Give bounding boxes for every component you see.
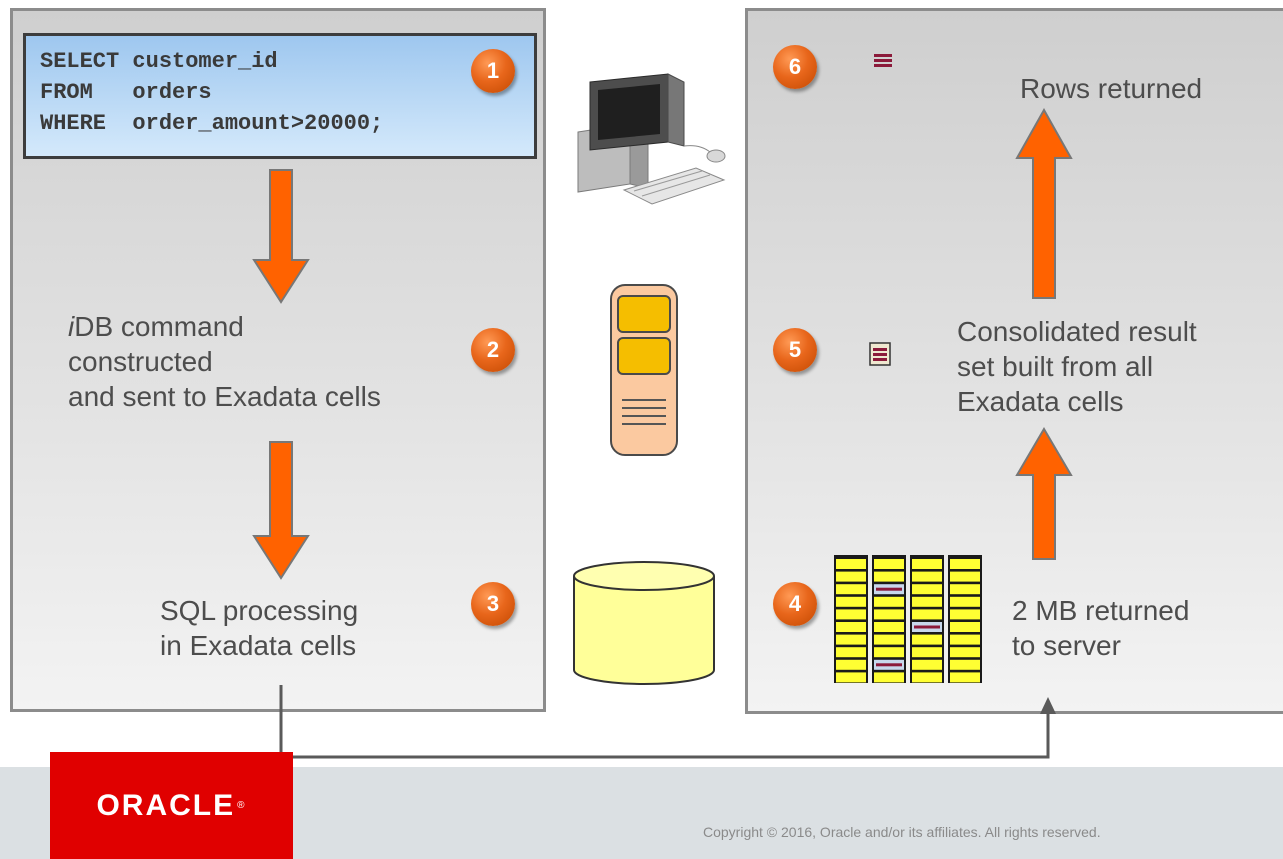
step-badge-1: 1: [471, 49, 515, 93]
sql-processing-line1: SQL processing: [160, 595, 359, 626]
flow-arrow-up-6: [1015, 107, 1073, 299]
storage-block: [950, 622, 980, 632]
step-badge-4: 4: [773, 582, 817, 626]
step-badge-2: 2: [471, 328, 515, 372]
step-badge-6: 6: [773, 45, 817, 89]
step-badge-5: 5: [773, 328, 817, 372]
storage-block: [836, 659, 866, 670]
storage-block: [950, 659, 980, 670]
storage-block: [836, 584, 866, 595]
database-cylinder-icon: [573, 561, 715, 685]
storage-block: [836, 609, 866, 620]
matching-row-marker: [914, 625, 940, 629]
idb-line3: and sent to Exadata cells: [68, 381, 381, 412]
storage-block: [836, 596, 866, 607]
consolidated-line2: set built from all: [957, 351, 1154, 382]
flow-arrow-down-2: [252, 441, 310, 580]
storage-block: [874, 596, 904, 607]
storage-block: [950, 596, 980, 607]
storage-block: [912, 647, 942, 658]
storage-block: [912, 559, 942, 569]
matching-row-marker: [876, 587, 902, 591]
storage-block: [836, 622, 866, 632]
idb-command-label: iDB command constructed and sent to Exad…: [68, 309, 381, 414]
storage-block: [874, 571, 904, 582]
consolidated-line3: Exadata cells: [957, 386, 1124, 417]
sql-line: FROM orders: [40, 80, 212, 105]
matching-row-marker: [876, 663, 902, 667]
oracle-logo-text: ORACLE: [96, 788, 236, 822]
storage-block: [836, 672, 866, 683]
storage-block: [874, 634, 904, 645]
storage-block: [950, 571, 980, 582]
flow-arrow-up-5: [1015, 427, 1073, 560]
storage-block: [912, 659, 942, 670]
consolidated-result-label: Consolidated result set built from all E…: [957, 314, 1197, 419]
storage-block: [912, 596, 942, 607]
idb-prefix: i: [68, 311, 75, 342]
sql-line: SELECT customer_id: [40, 49, 278, 74]
step-badge-3: 3: [471, 582, 515, 626]
storage-block: [836, 634, 866, 645]
storage-block: [836, 647, 866, 658]
storage-block: [912, 584, 942, 595]
row-marker-icon: [874, 54, 892, 67]
result-set-icon: [869, 342, 891, 366]
storage-block: [912, 571, 942, 582]
storage-block: [874, 672, 904, 683]
exadata-cells-icon: [834, 555, 982, 683]
sql-processing-label: SQL processing in Exadata cells: [160, 593, 358, 663]
mb-returned-line2: to server: [1012, 630, 1121, 661]
storage-block: [950, 672, 980, 683]
storage-block: [874, 647, 904, 658]
storage-block: [950, 609, 980, 620]
sql-line: WHERE order_amount>20000;: [40, 111, 384, 136]
storage-block: [950, 559, 980, 569]
storage-block: [912, 672, 942, 683]
flow-arrow-down-1: [252, 169, 310, 304]
consolidated-line1: Consolidated result: [957, 316, 1197, 347]
trademark-mark: ®: [237, 800, 247, 811]
rows-returned-label: Rows returned: [1020, 73, 1203, 104]
workstation-icon: [577, 73, 726, 205]
storage-block: [950, 634, 980, 645]
server-icon: [610, 284, 678, 456]
storage-block: [874, 609, 904, 620]
idb-line2: constructed: [68, 346, 213, 377]
idb-line1: DB command: [74, 311, 244, 342]
mb-returned-label: 2 MB returned to server: [1012, 593, 1189, 663]
mb-returned-line1: 2 MB returned: [1012, 595, 1190, 626]
storage-block: [874, 622, 904, 632]
copyright-text: Copyright © 2016, Oracle and/or its affi…: [703, 824, 1101, 840]
storage-block: [874, 559, 904, 569]
storage-block: [912, 634, 942, 645]
sql-processing-line2: in Exadata cells: [160, 630, 357, 661]
storage-block: [912, 609, 942, 620]
storage-block: [950, 647, 980, 658]
storage-block: [836, 559, 866, 569]
storage-block: [836, 571, 866, 582]
storage-block: [950, 584, 980, 595]
oracle-logo: ORACLE®: [50, 752, 293, 859]
